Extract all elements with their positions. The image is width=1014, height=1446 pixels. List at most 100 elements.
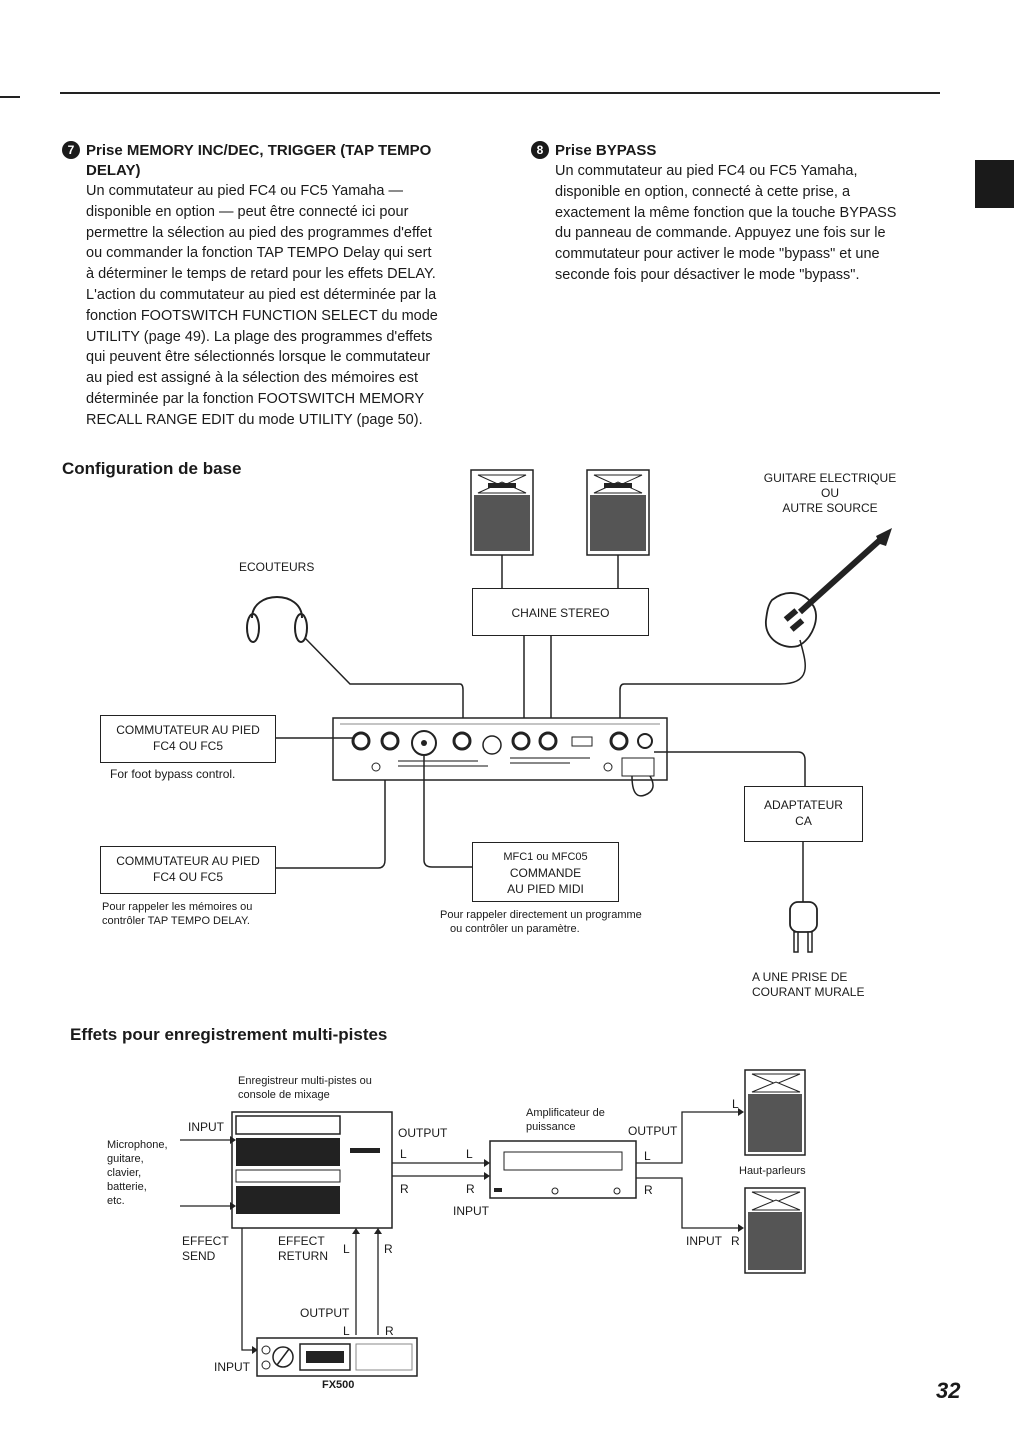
speaker-left-icon (470, 469, 534, 556)
stereo-box: CHAINE STEREO (472, 588, 649, 636)
mixer-out-R: R (400, 1182, 409, 1196)
adapter-box: ADAPTATEUR CA (744, 786, 863, 842)
footswitch-1-line1: COMMUTATEUR AU PIED (116, 723, 260, 737)
footswitch-1-caption: For foot bypass control. (110, 767, 236, 781)
source-item: batterie, (107, 1181, 147, 1193)
section-7-line: déterminée par la fonction FOOTSWITCH ME… (86, 390, 425, 407)
outlet-line1: A UNE PRISE DE (752, 970, 848, 984)
guitar-line3: AUTRE SOURCE (782, 501, 878, 515)
speaker-bottom-icon (744, 1187, 806, 1274)
speaker-R: R (731, 1234, 740, 1248)
mixer-input-label: INPUT (188, 1120, 224, 1134)
section-8-body: Un commutateur au pied FC4 ou FC5 Yamaha… (531, 161, 951, 286)
source-item: guitare, (107, 1153, 144, 1165)
effect-return-label: EFFECT RETURN (278, 1234, 328, 1264)
footswitch-1-line2: FC4 OU FC5 (152, 739, 223, 753)
section-7-heading-line2: DELAY) (86, 162, 141, 179)
section-7-line: UTILITY (page 49). La plage des programm… (86, 328, 433, 345)
effect-send-label: EFFECT SEND (182, 1234, 229, 1264)
amp-line1: Amplificateur de (526, 1107, 605, 1119)
headphones-label: ECOUTEURS (239, 560, 315, 574)
footswitch-2-line2: FC4 OU FC5 (152, 870, 223, 884)
midi-box: MFC1 ou MFC05 COMMANDE AU PIED MIDI (472, 842, 619, 902)
section-8-line: Un commutateur au pied FC4 ou FC5 Yamaha… (555, 163, 858, 179)
footswitch-2-line1: COMMUTATEUR AU PIED (116, 854, 260, 868)
source-item: clavier, (107, 1167, 142, 1179)
section-7-number: 7 (62, 141, 80, 159)
section-7-line: fonction FOOTSWITCH FUNCTION SELECT du m… (86, 307, 438, 324)
amp-input-label: INPUT (453, 1204, 489, 1218)
fx-input-label: INPUT (214, 1360, 250, 1374)
header-rule (60, 92, 940, 94)
section-8-line: commutateur pour activer le mode "bypass… (555, 246, 880, 263)
amp-line2: puissance (526, 1121, 576, 1133)
section-8-number: 8 (531, 141, 549, 159)
section-7-line: permettre la sélection au pied des progr… (86, 224, 432, 241)
config-title: Configuration de base (62, 459, 242, 478)
section-8-line: disponible en option, connecté à cette p… (555, 183, 851, 200)
source-item: Microphone, (107, 1139, 168, 1151)
effect-send-line1: EFFECT (182, 1234, 229, 1248)
amplifier-icon (489, 1140, 637, 1199)
section-7-line: RECALL RANGE EDIT du mode UTILITY (page … (86, 411, 423, 428)
chapter-tab (975, 160, 1014, 208)
midi-caption-line1: Pour rappeler directement un programme (440, 909, 642, 921)
section-7-line: qui peuvent être sélectionnés lorsque le… (86, 349, 431, 366)
margin-mark (0, 96, 20, 98)
section-8-line: du panneau de commande. Appuyez une fois… (555, 225, 886, 242)
mixer-out-L: L (400, 1147, 407, 1161)
section-7-line: ou commander la fonction TAP TEMPO Delay… (86, 245, 432, 262)
section-7-line: à déterminer le temps de retard pour les… (86, 266, 436, 283)
midi-caption-line2: ou contrôler un paramètre. (450, 923, 580, 935)
speaker-L: L (732, 1097, 739, 1111)
midi-line1: MFC1 ou MFC05 (503, 851, 588, 863)
section-7-line: au pied est assigné à la sélection des m… (86, 370, 419, 387)
amp-output-label: OUTPUT (628, 1124, 678, 1138)
fx-model-label: FX500 (322, 1379, 355, 1391)
plug-icon (789, 901, 818, 953)
midi-line3: AU PIED MIDI (507, 882, 584, 896)
footswitch-2-caption: Pour rappeler les mémoires ou contrôler … (102, 900, 252, 928)
guitar-icon (765, 528, 892, 648)
amp-in-L: L (466, 1147, 473, 1161)
effect-unit-rear-panel (332, 717, 668, 781)
effect-send-line2: SEND (182, 1249, 216, 1263)
fx-out-L: L (343, 1324, 350, 1338)
fx-out-R: R (385, 1324, 394, 1338)
section-8-line: seconde fois pour désactiver le mode "by… (555, 266, 860, 283)
footswitch-1-box: COMMUTATEUR AU PIED FC4 OU FC5 (100, 715, 276, 763)
return-R: R (384, 1242, 393, 1256)
amp-label: Amplificateur de puissance (526, 1106, 605, 1134)
speaker-top-icon (744, 1069, 806, 1156)
mixer-icon (231, 1111, 393, 1229)
recorder-label: Enregistreur multi-pistes ou console de … (238, 1074, 372, 1102)
section-7-body: Un commutateur au pied FC4 ou FC5 Yamaha… (62, 181, 482, 431)
effect-return-line1: EFFECT (278, 1234, 325, 1248)
amp-out-R: R (644, 1183, 653, 1197)
amp-out-L: L (644, 1149, 651, 1163)
section-7-line: disponible en option — peut être connect… (86, 203, 409, 220)
midi-line2: COMMANDE (509, 866, 582, 880)
speakers-label: Haut-parleurs (739, 1165, 806, 1177)
midi-caption: Pour rappeler directement un programme o… (440, 908, 680, 936)
fx500-icon (256, 1337, 418, 1377)
section-8-line: exactement la même fonction que la touch… (555, 204, 897, 221)
outlet-line2: COURANT MURALE (752, 985, 865, 999)
return-L: L (343, 1242, 350, 1256)
footswitch-2-caption-line1: Pour rappeler les mémoires ou (102, 901, 253, 913)
stereo-label: CHAINE STEREO (511, 606, 610, 620)
guitar-source-label: GUITARE ELECTRIQUE OU AUTRE SOURCE (760, 471, 900, 516)
multitrack-title: Effets pour enregistrement multi-pistes (70, 1025, 388, 1044)
mixer-output-label: OUTPUT (398, 1126, 448, 1140)
guitar-line2: OU (821, 486, 839, 500)
headphones-icon (246, 596, 308, 643)
amp-in-R: R (466, 1182, 475, 1196)
footswitch-2-caption-line2: contrôler TAP TEMPO DELAY. (102, 915, 250, 927)
section-7-line: L'action du commutateur au pied est déte… (86, 286, 437, 303)
speaker-input-label: INPUT (686, 1234, 722, 1248)
recorder-line2: console de mixage (238, 1089, 330, 1101)
footswitch-2-box: COMMUTATEUR AU PIED FC4 OU FC5 (100, 846, 276, 894)
